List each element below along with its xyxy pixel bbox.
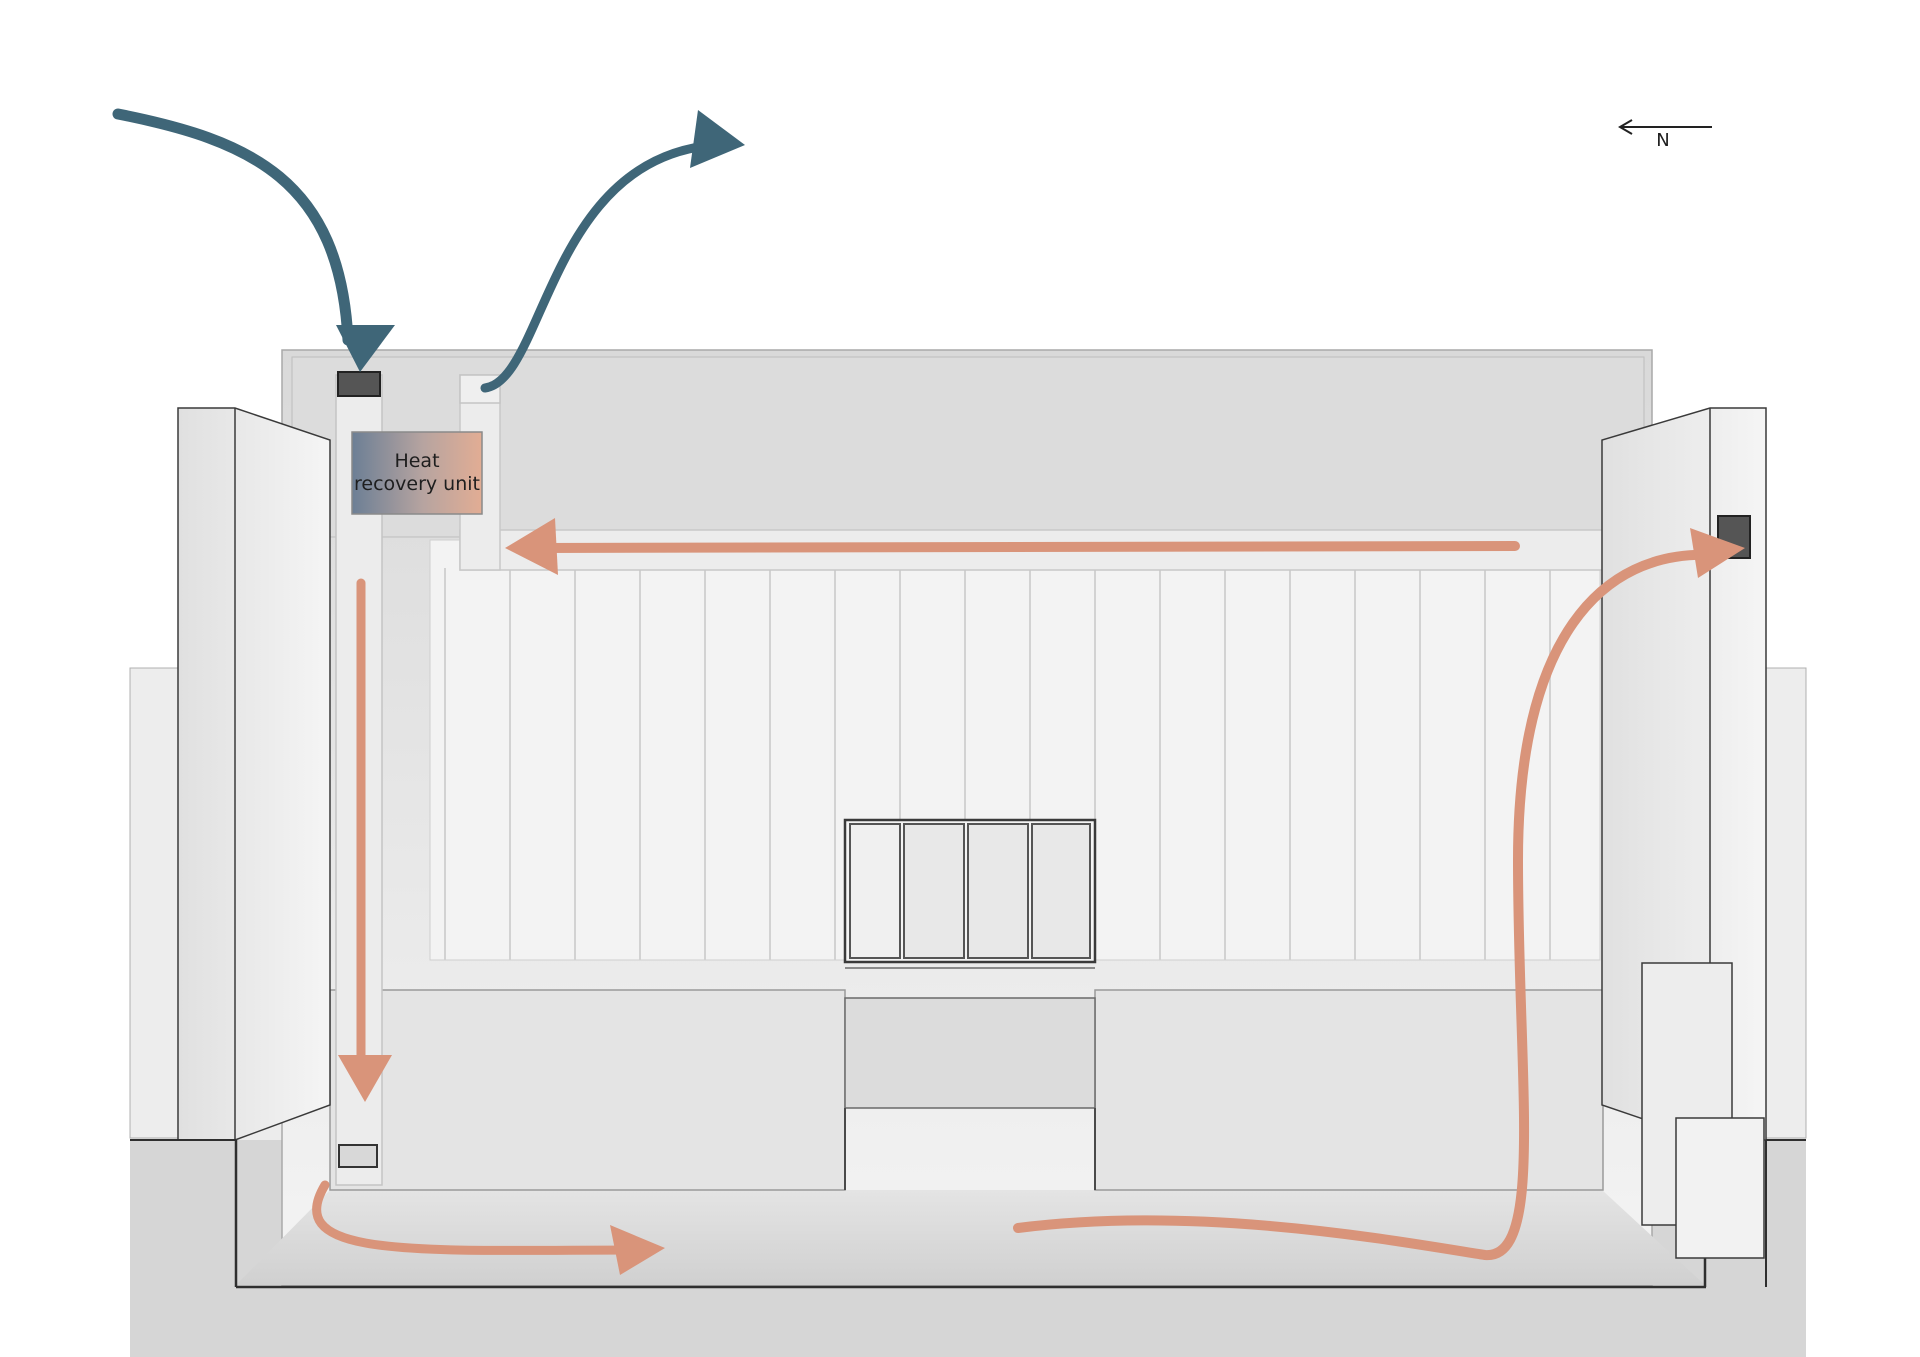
floor (236, 1190, 1706, 1287)
north-label: N (1648, 130, 1678, 151)
outdoor-airflows (118, 110, 745, 388)
window-unit (845, 820, 1095, 968)
intake-vent (338, 372, 380, 396)
outdoor-supply-arrow (118, 114, 348, 340)
return-duct-arrow (540, 546, 1515, 548)
exhaust-out-arrowhead (690, 110, 745, 168)
heat-recovery-unit-label: Heat recovery unit (352, 450, 482, 496)
floor-supply-vent (339, 1145, 377, 1167)
